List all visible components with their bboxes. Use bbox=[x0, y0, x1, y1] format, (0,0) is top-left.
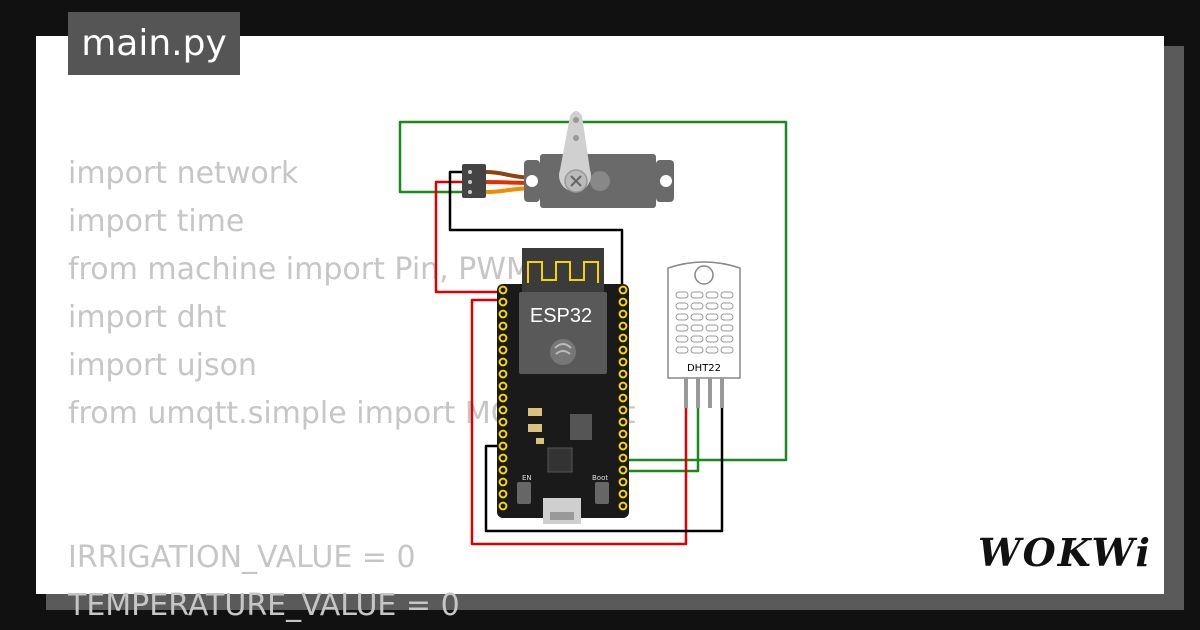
en-label: EN bbox=[522, 474, 532, 482]
code-line: import dht bbox=[68, 300, 227, 335]
esp32-pin[interactable] bbox=[498, 357, 508, 367]
dht22-vent bbox=[720, 302, 734, 310]
file-tab[interactable]: main.py bbox=[68, 12, 240, 75]
dht22-vent bbox=[690, 324, 704, 332]
usb-port bbox=[543, 498, 581, 524]
dht22-vent bbox=[720, 335, 734, 343]
esp32-pin[interactable] bbox=[498, 417, 508, 427]
dht22-vent bbox=[690, 291, 704, 299]
code-line: import ujson bbox=[68, 348, 257, 383]
wokwi-logo-mark: WOKWi bbox=[978, 530, 1150, 575]
esp32-pin[interactable] bbox=[618, 357, 628, 367]
wires bbox=[398, 120, 788, 546]
servo-connector bbox=[462, 164, 486, 198]
boot-button[interactable] bbox=[595, 482, 609, 504]
dht22-vent bbox=[705, 302, 719, 310]
dht22-vent bbox=[720, 291, 734, 299]
dht22-vent bbox=[720, 324, 734, 332]
esp32-module bbox=[519, 292, 607, 374]
esp32-pin[interactable] bbox=[498, 309, 508, 319]
code-line: import network bbox=[68, 156, 299, 191]
esp32-pin[interactable] bbox=[618, 501, 628, 511]
dht22-vent bbox=[720, 346, 734, 354]
dht22-label: DHT22 bbox=[687, 363, 721, 374]
esp32-label: ESP32 bbox=[530, 305, 592, 327]
esp32-board[interactable]: ESP32 EN Boot bbox=[497, 248, 629, 524]
wire-black-servo bbox=[448, 170, 624, 290]
code-line: IRRIGATION_VALUE = 0 bbox=[68, 540, 416, 575]
esp32-pin[interactable] bbox=[618, 477, 628, 487]
esp32-pin[interactable] bbox=[618, 429, 628, 439]
dht22-vent bbox=[705, 291, 719, 299]
dht22-vent bbox=[690, 313, 704, 321]
esp32-pin[interactable] bbox=[498, 333, 508, 343]
esp32-pin[interactable] bbox=[618, 345, 628, 355]
wire-green-dht bbox=[624, 405, 700, 473]
esp32-pin[interactable] bbox=[498, 405, 508, 415]
esp32-pin[interactable] bbox=[618, 489, 628, 499]
esp32-pin[interactable] bbox=[498, 489, 508, 499]
wokwi-logo: WOKWi bbox=[978, 528, 1150, 580]
file-tab-label: main.py bbox=[81, 23, 227, 64]
esp32-pin[interactable] bbox=[498, 429, 508, 439]
esp32-pin[interactable] bbox=[618, 417, 628, 427]
dht22-vent bbox=[705, 335, 719, 343]
dht22-vent bbox=[675, 313, 689, 321]
esp32-pin[interactable] bbox=[498, 321, 508, 331]
esp32-pin[interactable] bbox=[618, 441, 628, 451]
esp32-pin[interactable] bbox=[618, 369, 628, 379]
esp32-pin[interactable] bbox=[498, 453, 508, 463]
dht22-vent bbox=[705, 313, 719, 321]
svg-text:WOKWi: WOKWi bbox=[978, 530, 1152, 575]
esp32-pin[interactable] bbox=[498, 441, 508, 451]
esp32-pin[interactable] bbox=[498, 501, 508, 511]
esp32-pin[interactable] bbox=[618, 321, 628, 331]
esp32-pin[interactable] bbox=[618, 333, 628, 343]
esp32-pin[interactable] bbox=[498, 285, 508, 295]
esp32-pins bbox=[498, 285, 628, 511]
esp32-pin[interactable] bbox=[498, 465, 508, 475]
en-button[interactable] bbox=[517, 482, 531, 504]
dht22-vent bbox=[705, 324, 719, 332]
esp32-pin[interactable] bbox=[618, 381, 628, 391]
esp32-pin[interactable] bbox=[498, 477, 508, 487]
esp32-pin[interactable] bbox=[498, 297, 508, 307]
dht22-vent bbox=[690, 335, 704, 343]
wire-black-dht bbox=[484, 405, 724, 533]
dht22-sensor[interactable]: DHT22 bbox=[667, 261, 741, 408]
dht22-vent bbox=[705, 346, 719, 354]
esp32-pin[interactable] bbox=[618, 405, 628, 415]
esp32-pin[interactable] bbox=[618, 285, 628, 295]
code-line: from machine import Pin, PWM bbox=[68, 252, 532, 287]
dht22-grille bbox=[675, 291, 734, 354]
wire-green-servo bbox=[398, 120, 788, 462]
code-line: TEMPERATURE_VALUE = 0 bbox=[68, 588, 460, 623]
esp32-pin[interactable] bbox=[618, 297, 628, 307]
code-line: import time bbox=[68, 204, 245, 239]
wire-red-servo bbox=[434, 180, 500, 294]
esp32-pin[interactable] bbox=[618, 453, 628, 463]
esp32-pin[interactable] bbox=[498, 381, 508, 391]
esp32-pin[interactable] bbox=[498, 345, 508, 355]
wire-red-dht bbox=[470, 298, 688, 546]
dht22-vent bbox=[720, 313, 734, 321]
dht22-vent bbox=[675, 291, 689, 299]
dht22-vent bbox=[675, 302, 689, 310]
dht22-vent bbox=[690, 302, 704, 310]
esp32-pin[interactable] bbox=[618, 393, 628, 403]
esp32-pin[interactable] bbox=[498, 393, 508, 403]
esp32-pin[interactable] bbox=[618, 309, 628, 319]
dht22-vent bbox=[675, 346, 689, 354]
servo-horn bbox=[558, 111, 591, 192]
dht22-vent bbox=[690, 346, 704, 354]
boot-label: Boot bbox=[592, 474, 608, 482]
code-preview: import network import time from machine im… bbox=[68, 150, 636, 630]
dht22-vent bbox=[675, 324, 689, 332]
dht22-vent bbox=[675, 335, 689, 343]
servo-motor[interactable] bbox=[462, 111, 674, 208]
esp32-pin[interactable] bbox=[498, 369, 508, 379]
esp32-pin[interactable] bbox=[618, 465, 628, 475]
